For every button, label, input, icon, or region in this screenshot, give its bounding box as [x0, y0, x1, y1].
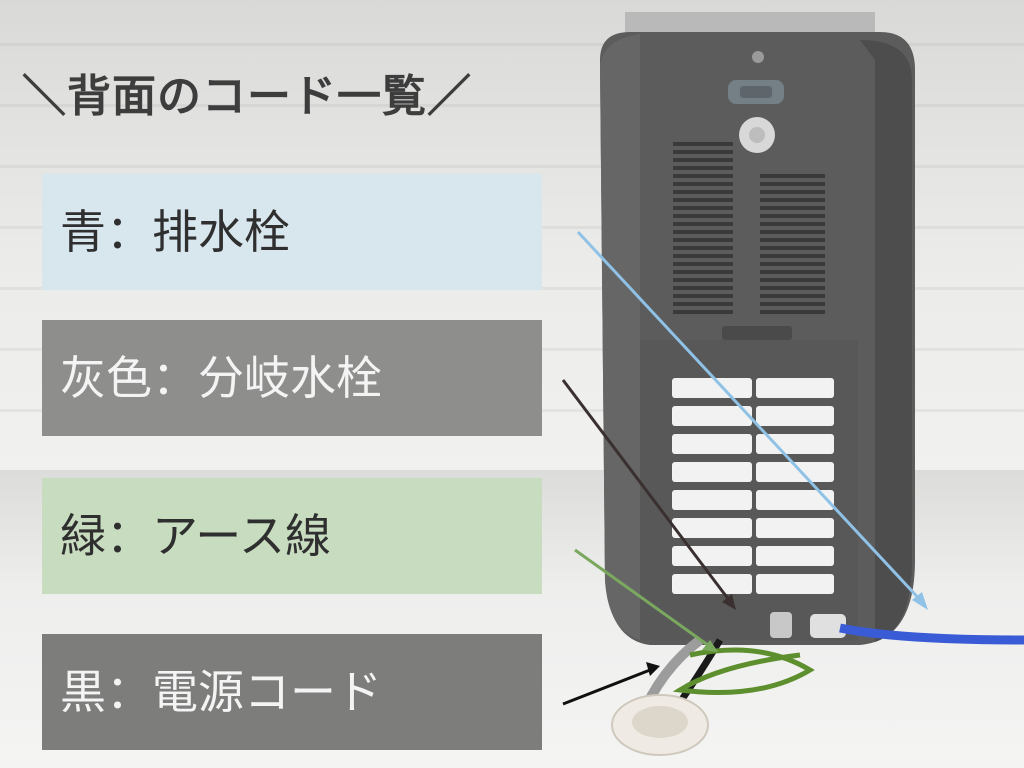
louver-slat	[673, 166, 733, 170]
louver-slat	[673, 254, 733, 258]
filter-cell	[756, 378, 834, 398]
filter-cell	[756, 434, 834, 454]
arrowhead-blue	[912, 592, 928, 610]
filter-cell	[672, 518, 752, 538]
filter-cell	[672, 378, 752, 398]
louver-slat	[673, 294, 733, 298]
louver-slat	[673, 286, 733, 290]
louver-slat	[760, 174, 825, 178]
louver-slat	[760, 198, 825, 202]
filter-cell	[672, 434, 752, 454]
louver-slat	[760, 246, 825, 250]
filter-cell	[756, 406, 834, 426]
label-gray-branch-faucet: 灰色：分岐水栓	[60, 351, 382, 405]
louver-slat	[673, 302, 733, 306]
band-green	[42, 478, 542, 594]
band-gray	[42, 320, 542, 436]
louver-slat	[673, 150, 733, 154]
louver-slat	[760, 262, 825, 266]
louver-slat	[760, 206, 825, 210]
arrowhead-gray	[722, 594, 736, 610]
louver-grille	[673, 142, 825, 314]
filter-cell	[672, 406, 752, 426]
louver-slat	[760, 294, 825, 298]
filter-cell	[756, 546, 834, 566]
louver-slat	[760, 310, 825, 314]
louver-slat	[673, 142, 733, 146]
louver-slat	[760, 214, 825, 218]
louver-slat	[673, 310, 733, 314]
arrow-blue	[576, 230, 926, 606]
hose-fitting-left	[770, 612, 792, 638]
louver-slat	[673, 182, 733, 186]
louver-slat	[673, 278, 733, 282]
louver-slat	[673, 270, 733, 274]
arrow-gray	[561, 379, 734, 605]
floor-outlet-hole	[632, 706, 688, 738]
louver-slat	[760, 238, 825, 242]
louver-slat	[760, 286, 825, 290]
louver-slat	[673, 174, 733, 178]
filter-cell	[672, 574, 752, 594]
louver-slat	[760, 190, 825, 194]
louver-slat	[673, 190, 733, 194]
filter-cell	[756, 462, 834, 482]
blue-drain-hose	[839, 623, 1024, 645]
band-blue	[42, 174, 542, 290]
label-blue-drain: 青：排水栓	[60, 205, 290, 259]
band-black	[42, 634, 542, 750]
panel-tab	[722, 326, 792, 340]
arrowhead-green	[702, 640, 718, 652]
filter-cell	[672, 462, 752, 482]
filter-cell	[672, 490, 752, 510]
louver-slat	[673, 158, 733, 162]
louver-slat	[673, 222, 733, 226]
louver-slat	[673, 206, 733, 210]
louver-slat	[760, 270, 825, 274]
green-ground-wire	[672, 647, 815, 695]
louver-slat	[760, 230, 825, 234]
arrow-black	[562, 668, 651, 706]
louver-slat	[760, 278, 825, 282]
filter-cell	[756, 518, 834, 538]
filter-cell	[756, 490, 834, 510]
body-left-shade	[600, 34, 640, 640]
louver-slat	[760, 254, 825, 258]
arrow-green	[574, 548, 713, 650]
hose-fitting-right	[810, 614, 846, 638]
annotation-arrows	[561, 230, 928, 706]
louver-slat	[760, 222, 825, 226]
louver-slat	[673, 198, 733, 202]
arrowhead-black	[646, 662, 660, 676]
page-title: ＼背面のコード一覧／	[22, 71, 472, 122]
louver-slat	[673, 238, 733, 242]
handle-inner	[740, 86, 772, 98]
louver-slat	[673, 230, 733, 234]
label-black-power-cord: 黒：電源コード	[60, 665, 382, 719]
louver-slat	[673, 262, 733, 266]
louver-slat	[760, 302, 825, 306]
louver-slat	[673, 246, 733, 250]
filter-cell	[756, 574, 834, 594]
screw	[752, 51, 764, 63]
drain-knob-inner	[749, 127, 765, 143]
louver-slat	[673, 214, 733, 218]
label-green-ground-wire: 緑：アース線	[60, 509, 331, 563]
body-side-shade	[860, 40, 912, 642]
louver-slat	[760, 182, 825, 186]
filter-cell	[672, 546, 752, 566]
